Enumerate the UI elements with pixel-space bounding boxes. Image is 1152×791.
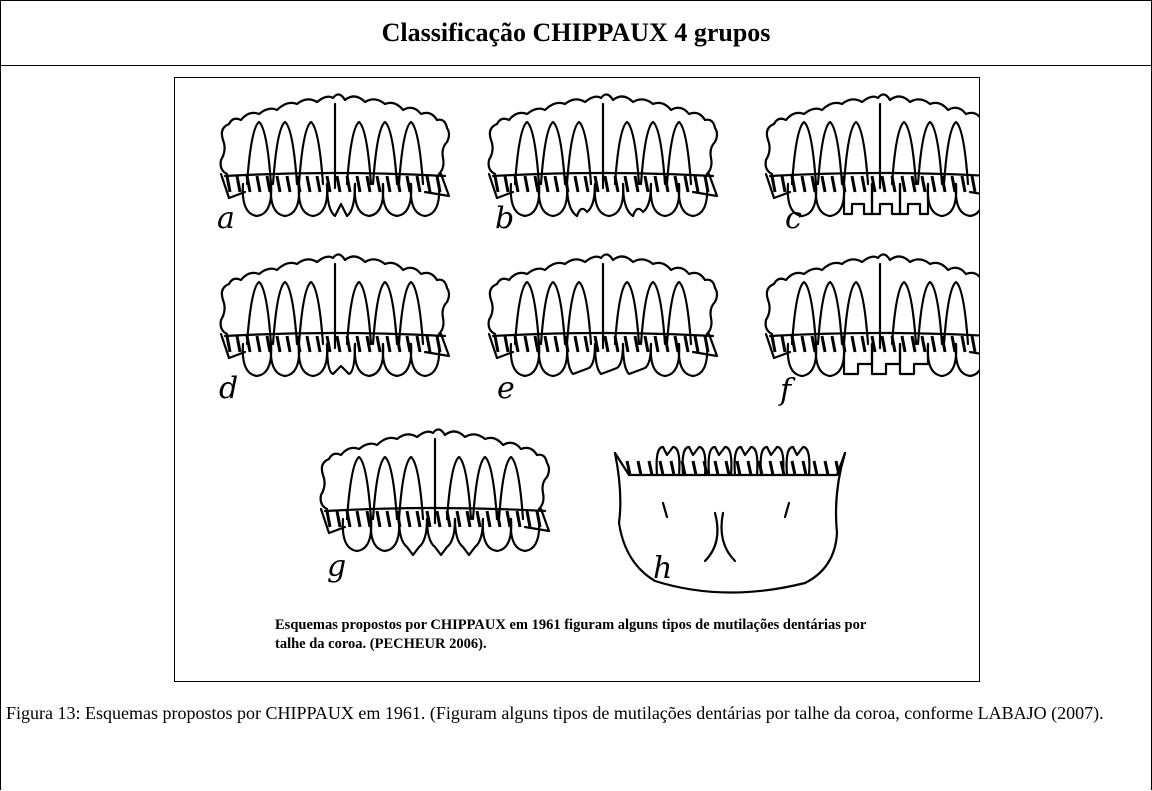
table-title: Classificação CHIPPAUX 4 grupos xyxy=(382,18,771,48)
panel-label-g: g xyxy=(327,549,346,584)
figure-image: a b c d e f g h Esquemas propostos por CHIPPAUX… xyxy=(174,77,980,682)
dental-mutilation-schemes: a b c d e f g h xyxy=(175,78,979,681)
title-row: Classificação CHIPPAUX 4 grupos xyxy=(1,1,1151,66)
figure-inner-caption: Esquemas propostos por CHIPPAUX em 1961 … xyxy=(275,616,895,654)
tooth-diagram-g xyxy=(321,429,549,555)
panel-label-c: c xyxy=(785,201,802,236)
figure-caption: Figura 13: Esquemas propostos por CHIPPA… xyxy=(6,695,1146,732)
panel-label-a: a xyxy=(217,201,235,236)
tooth-diagram-h xyxy=(615,447,845,593)
tooth-diagram-b xyxy=(489,94,717,216)
panel-label-h: h xyxy=(653,551,672,586)
tooth-diagram-c xyxy=(766,94,979,216)
panel-label-b: b xyxy=(495,201,514,236)
panel-label-e: e xyxy=(497,371,515,406)
panel-label-f: f xyxy=(778,373,796,408)
panel-label-d: d xyxy=(219,371,238,406)
tooth-diagram-e xyxy=(489,254,717,376)
tooth-diagram-f xyxy=(766,254,979,376)
tooth-diagram-d xyxy=(221,254,449,376)
tooth-diagram-a xyxy=(221,94,449,216)
